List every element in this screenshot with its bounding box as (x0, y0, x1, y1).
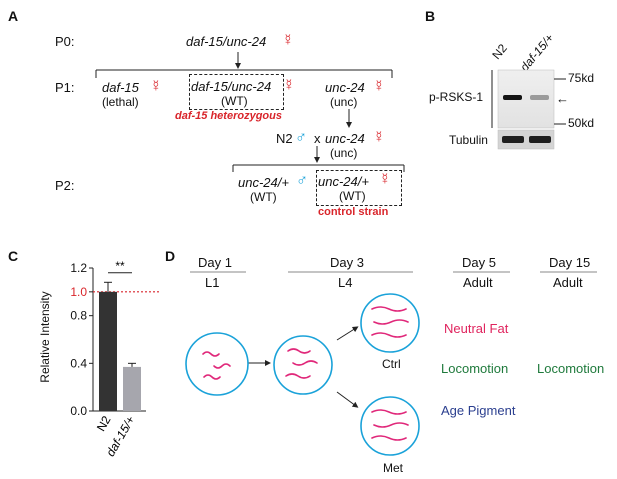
met-plate-circle (360, 396, 420, 456)
y-tick-label: 0.8 (70, 309, 87, 323)
group-met: Met (383, 461, 404, 475)
panel-d-letter: D (165, 248, 176, 264)
day1-stage: L1 (205, 275, 220, 290)
panel-a-letter: A (8, 8, 19, 24)
male-symbol: ♂ (295, 129, 307, 146)
control-strain-note: control strain (318, 206, 389, 218)
cross-n2: N2 (276, 131, 293, 146)
worm-met (371, 409, 407, 415)
p1-daf15-genotype: daf-15 (102, 80, 139, 95)
p2-control-genotype: unc-24/+ (318, 174, 369, 189)
significance-label: ** (115, 259, 125, 273)
p1-daf15-phenotype: (lethal) (102, 95, 139, 109)
p1-het-genotype: daf-15/unc-24 (191, 79, 272, 94)
p2-wt-genotype: unc-24/+ (238, 175, 289, 190)
l1-plate-circle (185, 332, 249, 396)
male-symbol: ♂ (296, 172, 308, 189)
assay-age-pigment: Age Pigment (441, 403, 516, 418)
worm-met (373, 422, 409, 428)
marker-75kd: 75kd (568, 71, 595, 85)
arrow-to-met (336, 391, 359, 408)
panel-c-letter: C (8, 248, 19, 264)
hermaphrodite-symbol: ☿ (282, 32, 294, 49)
hermaphrodite-symbol: ☿ (373, 78, 385, 95)
p2-control-phenotype: (WT) (339, 189, 366, 203)
y-tick-label: 0.4 (70, 356, 87, 370)
worm-met (371, 435, 407, 441)
worm-l4 (285, 373, 311, 379)
ctrl-plate-circle (360, 293, 420, 353)
y-tick-label: 1.2 (70, 261, 87, 275)
heterozygous-note: daf-15 heterozygous (175, 110, 282, 122)
tubulin-band (502, 136, 524, 143)
y-tick-label: 1.0 (70, 285, 87, 299)
y-tick-label: 0.0 (70, 404, 87, 418)
bar (99, 291, 117, 411)
p1-label: P1: (55, 80, 75, 95)
l4-plate-circle (273, 335, 333, 395)
hermaphrodite-symbol: ☿ (150, 78, 162, 95)
p1-unc24-genotype: unc-24 (325, 80, 365, 95)
worm-ctrl (371, 332, 407, 338)
worm-l1 (202, 351, 220, 357)
worm-l4 (287, 348, 311, 354)
worm-ctrl (373, 319, 409, 325)
worm-l4 (292, 360, 318, 366)
assay-locomotion-day5: Locomotion (441, 361, 509, 376)
cross-unc24-genotype: unc-24 (325, 131, 365, 146)
day5-label: Day 5 (462, 255, 496, 270)
panel-b-letter: B (425, 8, 436, 24)
worm-ctrl (371, 306, 407, 312)
band-arrow: ← (556, 91, 569, 106)
day1-label: Day 1 (198, 255, 232, 270)
p2-wt-phenotype: (WT) (250, 190, 277, 204)
day3-label: Day 3 (330, 255, 364, 270)
tubulin-membrane (497, 129, 555, 150)
p0-label: P0: (55, 34, 75, 49)
p-rsks1-label: p-RSKS-1 (429, 90, 484, 104)
assay-neutral-fat: Neutral Fat (444, 321, 509, 336)
day5-stage: Adult (463, 275, 493, 290)
tubulin-band (529, 136, 551, 143)
bar (123, 366, 141, 411)
group-ctrl: Ctrl (382, 357, 401, 371)
heterozygous-box (189, 74, 284, 110)
worm-l1 (213, 363, 231, 369)
hermaphrodite-symbol: ☿ (373, 129, 385, 146)
day15-stage: Adult (553, 275, 583, 290)
x-tick-label: N2 (94, 413, 114, 434)
cross-x: x (314, 131, 321, 146)
assay-locomotion-day15: Locomotion (537, 361, 605, 376)
day15-label: Day 15 (549, 255, 591, 270)
control-strain-box (316, 170, 402, 206)
day3-stage: L4 (338, 275, 353, 290)
p2-label: P2: (55, 178, 75, 193)
worm-l1 (203, 374, 221, 380)
p-rsks1-band (503, 95, 522, 100)
marker-50kd: 50kd (568, 116, 595, 130)
cross-unc24-phenotype: (unc) (330, 146, 358, 160)
hermaphrodite-symbol: ☿ (379, 171, 391, 188)
p1-unc24-phenotype: (unc) (330, 95, 358, 109)
arrow-to-ctrl (336, 326, 359, 341)
p0-cross: daf-15/unc-24 (186, 34, 267, 49)
p-rsks1-band (530, 95, 549, 100)
p1-het-phenotype: (WT) (221, 94, 248, 108)
tubulin-label: Tubulin (449, 133, 488, 147)
hermaphrodite-symbol: ☿ (283, 77, 295, 94)
